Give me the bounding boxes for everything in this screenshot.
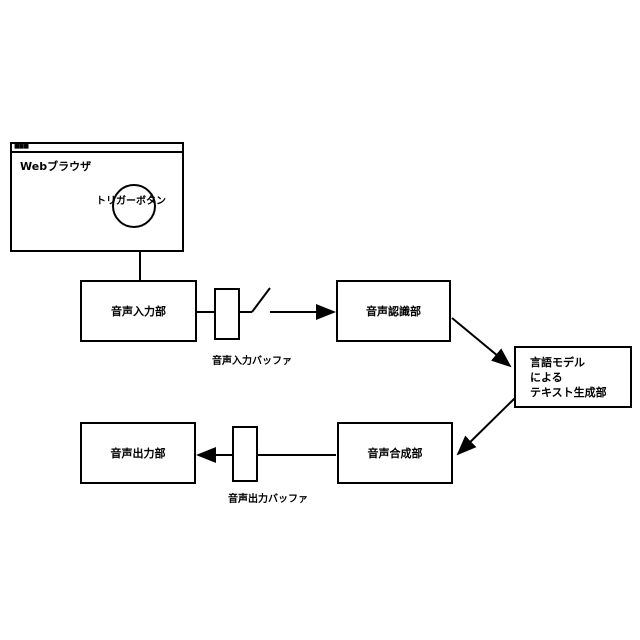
browser-title-bar: ■■■ [12,144,182,153]
speech-synthesis-label: 音声合成部 [368,445,423,461]
audio-input-label: 音声入力部 [111,303,166,319]
audio-output-label: 音声出力部 [111,445,166,461]
recognition-to-llm-arrow [452,318,510,366]
llm-label-line-1: 言語モデル [530,355,585,370]
audio-input-buffer [214,288,240,340]
browser-title: Webブラウザ [20,158,91,174]
llm-text-generation-block: 言語モデル による テキスト生成部 [514,346,632,408]
llm-label-line-3: テキスト生成部 [530,385,607,400]
trigger-button-label: トリガーボタン [96,192,166,207]
audio-output-buffer [232,426,258,482]
speech-synthesis-block: 音声合成部 [337,422,453,484]
audio-output-buffer-label: 音声出力バッファ [228,490,308,505]
window-controls-icon: ■■■ [14,144,28,150]
speech-recognition-label: 音声認識部 [366,303,421,319]
audio-output-block: 音声出力部 [80,422,196,484]
audio-input-block: 音声入力部 [80,280,197,342]
audio-input-buffer-label: 音声入力バッファ [212,352,292,367]
llm-label-line-2: による [530,370,563,385]
speech-recognition-block: 音声認識部 [336,280,451,342]
llm-to-synthesis-arrow [458,398,515,454]
switch-icon [252,288,270,312]
